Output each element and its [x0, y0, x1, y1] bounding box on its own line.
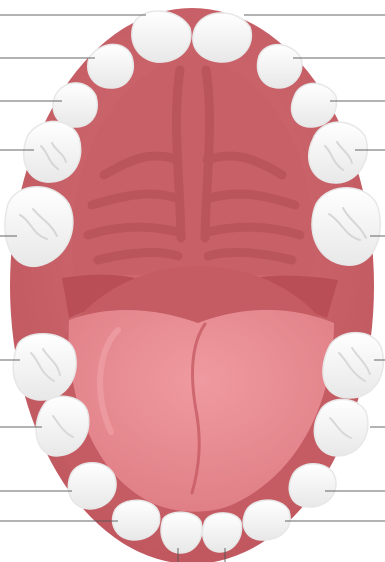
upper-tooth-3 [88, 44, 134, 88]
lower-tooth-4 [314, 399, 368, 456]
lower-tooth-5 [68, 463, 116, 509]
upper-tooth-7 [24, 121, 81, 182]
upper-tooth-1 [132, 11, 191, 62]
lower-tooth-1 [13, 334, 76, 400]
lower-tooth-9 [161, 512, 202, 553]
upper-tooth-5 [53, 83, 97, 127]
lower-tooth-2 [323, 333, 383, 398]
upper-tooth-10 [312, 188, 380, 265]
upper-tooth-4 [258, 45, 302, 88]
lower-tooth-7 [113, 500, 160, 540]
lower-tooth-6 [289, 464, 336, 507]
upper-tooth-2 [193, 13, 251, 62]
lower-tooth-8 [243, 500, 290, 540]
